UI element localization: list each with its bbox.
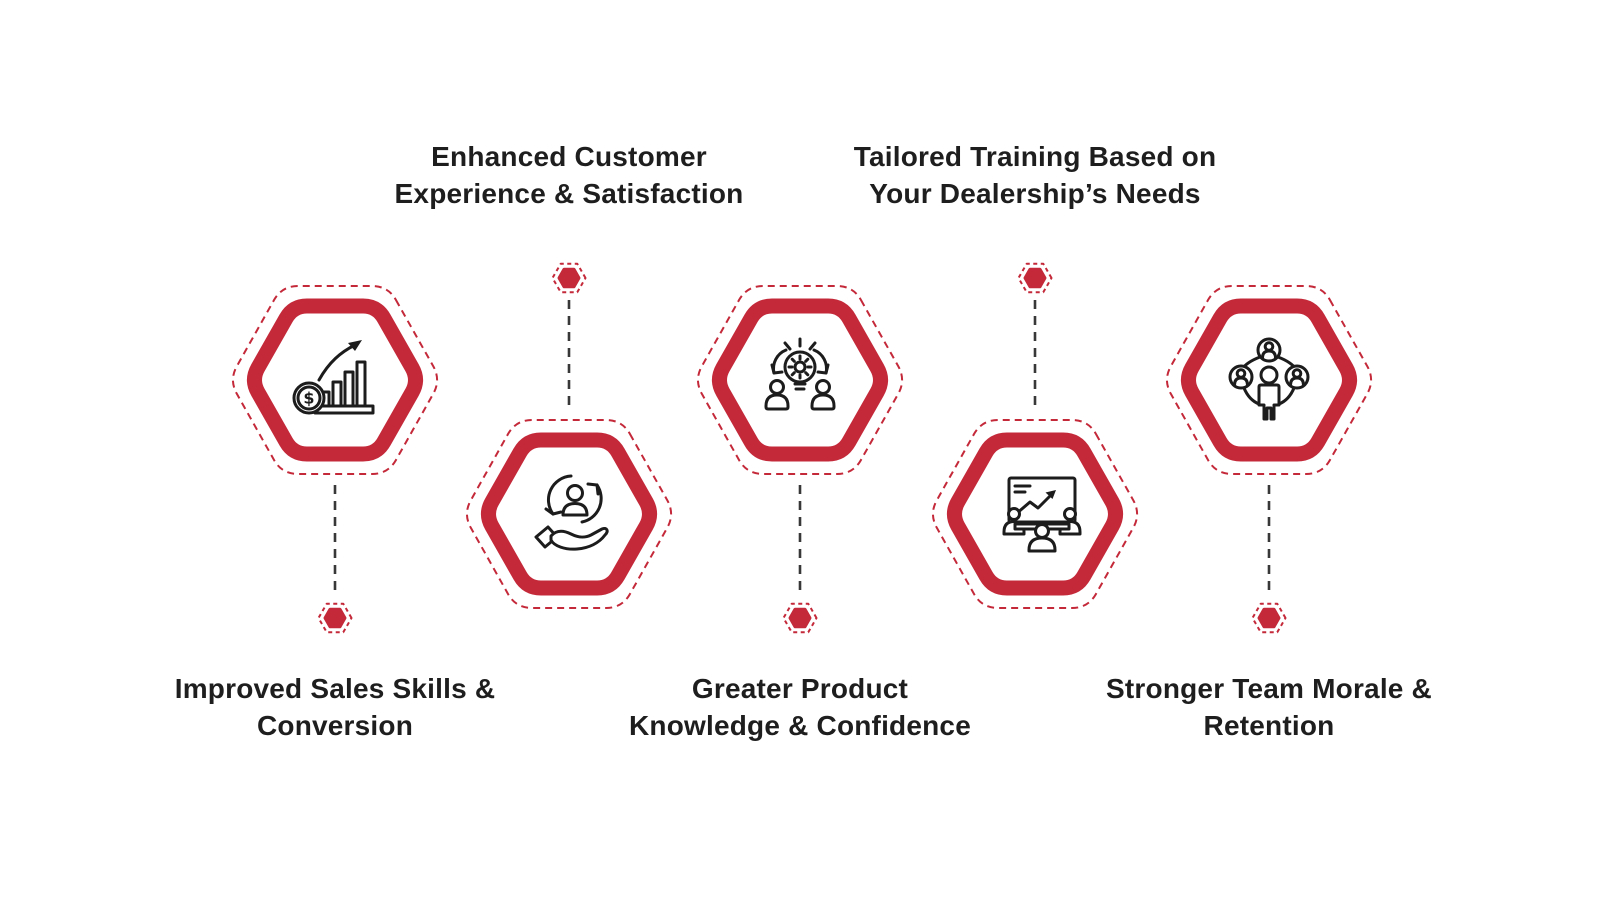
hex-marker [317, 602, 353, 634]
hexagon-badge [465, 419, 673, 609]
connector-line [567, 300, 571, 412]
hexagon-ring [246, 298, 424, 462]
team-training-icon [1002, 476, 1082, 553]
benefit-unit-sales: $ Improved Sales Skills & Conversion [123, 130, 547, 780]
team-structure-icon [1228, 337, 1310, 421]
hexagon-badge [1165, 285, 1373, 475]
hexagon-dashed-outline [465, 419, 673, 609]
benefit-label: Tailored Training Based on Your Dealersh… [853, 141, 1217, 209]
connector-line [1267, 485, 1271, 597]
hex-marker [551, 262, 587, 294]
benefit-unit-knowledge: Greater Product Knowledge & Confidence [588, 130, 1012, 780]
benefit-label: Greater Product Knowledge & Confidence [629, 673, 971, 741]
hexagon-dashed-outline [696, 285, 904, 475]
hexagon-dashed-outline [1165, 285, 1373, 475]
connector-line [1033, 300, 1037, 412]
hexagon-dashed-outline [231, 285, 439, 475]
benefit-label: Stronger Team Morale & Retention [1106, 673, 1432, 741]
benefit-label: Enhanced Customer Experience & Satisfact… [394, 141, 744, 209]
benefit-unit-morale: Stronger Team Morale & Retention [1057, 130, 1481, 780]
connector-line [798, 485, 802, 597]
hex-marker [782, 602, 818, 634]
hex-marker [1251, 602, 1287, 634]
sales-growth-icon: $ [292, 340, 375, 415]
dollar-symbol: $ [303, 389, 314, 408]
benefit-unit-training: Tailored Training Based on Your Dealersh… [823, 130, 1247, 780]
benefit-label: Improved Sales Skills & Conversion [174, 673, 496, 741]
hexagon-badge: $ [231, 285, 439, 475]
customer-care-icon [534, 474, 609, 551]
hexagon-badge [931, 419, 1139, 609]
shared-idea-icon [764, 337, 836, 411]
hexagon-dashed-outline [931, 419, 1139, 609]
connector-line [333, 485, 337, 597]
hex-marker [1017, 262, 1053, 294]
hexagon-badge [696, 285, 904, 475]
benefit-unit-customer: Enhanced Customer Experience & Satisfact… [357, 130, 781, 780]
